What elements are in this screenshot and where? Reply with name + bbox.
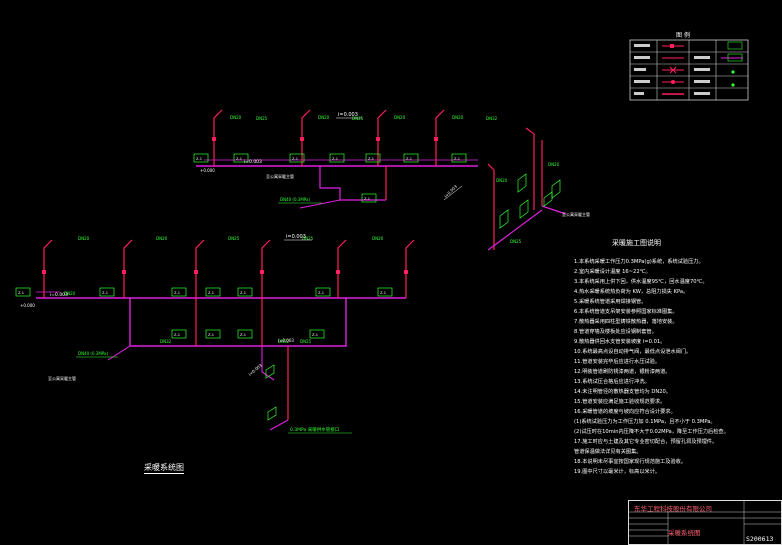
upper-system: DN20 DN20 DN20 DN20 DN25 DN25 DN32 i=0.0… [193, 109, 498, 209]
note-item: 1.本系统采暖工作压力0.3MPa(g)系统，系统试验压力。 [574, 259, 704, 265]
svg-text:Z-1: Z-1 [174, 333, 180, 337]
svg-text:DN25: DN25 [510, 239, 522, 244]
svg-text:DN20: DN20 [394, 115, 406, 120]
svg-text:DN25: DN25 [256, 116, 268, 121]
note-item: 2.室内采暖设计温度 16~22℃。 [574, 269, 651, 275]
svg-text:Z-1: Z-1 [368, 157, 374, 161]
note-item: (2)试压时在10min内压降不大于0.02MPa，降至工作压力后检查。 [574, 429, 729, 435]
svg-text:DN20: DN20 [318, 115, 330, 120]
svg-text:DN32: DN32 [160, 339, 172, 344]
svg-text:Z-1: Z-1 [102, 291, 108, 295]
right-riser-group: DN20 DN20 DN25 至公寓采暖主管 i=0.003 [443, 127, 590, 251]
svg-text:Z-1: Z-1 [240, 291, 246, 295]
svg-text:DN25: DN25 [300, 339, 312, 344]
pressure-note: 0.3MPa 采暖供水管接口 [290, 426, 339, 433]
svg-text:+0.000: +0.000 [20, 303, 35, 308]
note-item: (1)系统试验压力为工作压力加 0.1MPa，且不小于 0.3MPa。 [574, 419, 716, 425]
svg-text:Z-1: Z-1 [18, 291, 24, 295]
drawing-name: 采暖系统图 [668, 529, 701, 537]
svg-text:Z-1: Z-1 [236, 157, 242, 161]
svg-text:DN20: DN20 [548, 162, 560, 167]
note-item: 19.图中尺寸以毫米计，标高以米计。 [574, 469, 661, 475]
note-item: 11.管道安装完毕后应进行水压试验。 [574, 359, 661, 365]
notes-title: 采暖施工图说明 [612, 239, 661, 247]
note-item: 14.未注明管径的散热器支管均为 DN20。 [574, 389, 671, 395]
svg-text:DN25: DN25 [352, 116, 364, 121]
svg-text:Z-1: Z-1 [332, 157, 338, 161]
svg-text:DN20: DN20 [452, 115, 464, 120]
note-item: 16.采暖管道的坡度与坡向应符合设计要求。 [574, 409, 676, 415]
slope-label-upper: i=0.003 [338, 112, 358, 118]
svg-text:Z-1: Z-1 [196, 157, 202, 161]
note-item: 13.系统试压合格后应进行冲洗。 [574, 379, 650, 385]
note-item: 5.采暖系统管道采用焊接钢管。 [574, 299, 647, 305]
legend-title: 图 例 [676, 31, 690, 39]
svg-text:DN20: DN20 [64, 291, 76, 296]
svg-text:i=0.003: i=0.003 [244, 159, 262, 165]
note-item: 10.系统最高点设自动排气阀，最低点设泄水阀门。 [574, 349, 692, 355]
svg-text:DN40 (0.3MPa): DN40 (0.3MPa) [280, 197, 310, 202]
svg-text:DN20: DN20 [496, 178, 508, 183]
svg-text:i=0.003: i=0.003 [278, 338, 294, 343]
svg-text:Z-1: Z-1 [208, 291, 214, 295]
company-name: 东华工程科技股份有限公司 [634, 505, 712, 513]
lower-system: DN20 DN20 DN25 DN25 DN20 DN32 DN32 DN25 … [15, 234, 415, 434]
svg-text:至公寓采暖主管: 至公寓采暖主管 [48, 375, 76, 381]
svg-text:至公寓采暖主管: 至公寓采暖主管 [266, 173, 294, 179]
svg-text:i=0.003: i=0.003 [247, 362, 263, 376]
svg-text:DN40 (0.3MPa): DN40 (0.3MPa) [78, 351, 108, 356]
svg-text:Z-1: Z-1 [454, 157, 460, 161]
svg-text:i=0.003: i=0.003 [50, 292, 68, 298]
svg-text:DN20: DN20 [78, 236, 90, 241]
svg-text:Z-1: Z-1 [318, 291, 324, 295]
svg-text:DN25: DN25 [302, 236, 314, 241]
note-item: 12.明装管道刷防锈漆两道，银粉漆两道。 [574, 369, 671, 375]
svg-text:Z-1: Z-1 [406, 157, 412, 161]
svg-text:DN20: DN20 [230, 115, 242, 120]
note-item: 15.管道安装应满足施工验收规范要求。 [574, 399, 666, 405]
svg-text:Z-1: Z-1 [380, 291, 386, 295]
note-item: 7.散热器采用四柱型铸铁散热器，落地安装。 [574, 319, 678, 325]
note-item: 17.施工时应与土建及其它专业密切配合，预留孔洞及预埋件。 [574, 439, 718, 445]
note-item: 3.本系统采用上供下回，供水温度95℃，回水温度70℃。 [574, 279, 708, 285]
slope-label-lower: i=0.003 [286, 234, 306, 240]
svg-text:DN32: DN32 [278, 339, 290, 344]
title-block-grid [628, 500, 782, 545]
svg-text:Z-1: Z-1 [292, 157, 298, 161]
svg-text:Z-1: Z-1 [312, 333, 318, 337]
svg-text:Z-1: Z-1 [364, 197, 370, 201]
legend-table: 图 例 [629, 31, 749, 101]
note-item: 6.本系统管道支吊架安装参照国家标准图集。 [574, 309, 678, 315]
svg-text:DN20: DN20 [372, 236, 384, 241]
svg-text:至公寓采暖主管: 至公寓采暖主管 [562, 211, 590, 217]
drawing-title: 采暖系统图 [144, 463, 184, 474]
note-item: 管道保温做法详见有关图集。 [574, 449, 642, 455]
note-item: 8.管道穿墙及楼板处应设钢制套管。 [574, 329, 657, 335]
drawing-number: S200613 [746, 535, 774, 543]
svg-text:Z-1: Z-1 [240, 333, 246, 337]
svg-text:Z-1: Z-1 [174, 291, 180, 295]
note-item: 18.本说明未尽事宜按国家现行规范施工及验收。 [574, 459, 687, 465]
svg-text:+0.000: +0.000 [200, 168, 215, 173]
note-item: 9.散热器供回水支管安装坡度 i=0.01。 [574, 339, 666, 345]
note-item: 4.热水采暖系统热负荷为 KW，总阻力损失 KPa。 [574, 289, 689, 295]
svg-text:i=0.003: i=0.003 [443, 184, 458, 199]
svg-text:DN25: DN25 [228, 236, 240, 241]
svg-text:DN32: DN32 [486, 116, 498, 121]
svg-text:Z-1: Z-1 [208, 333, 214, 337]
svg-text:DN20: DN20 [156, 236, 168, 241]
